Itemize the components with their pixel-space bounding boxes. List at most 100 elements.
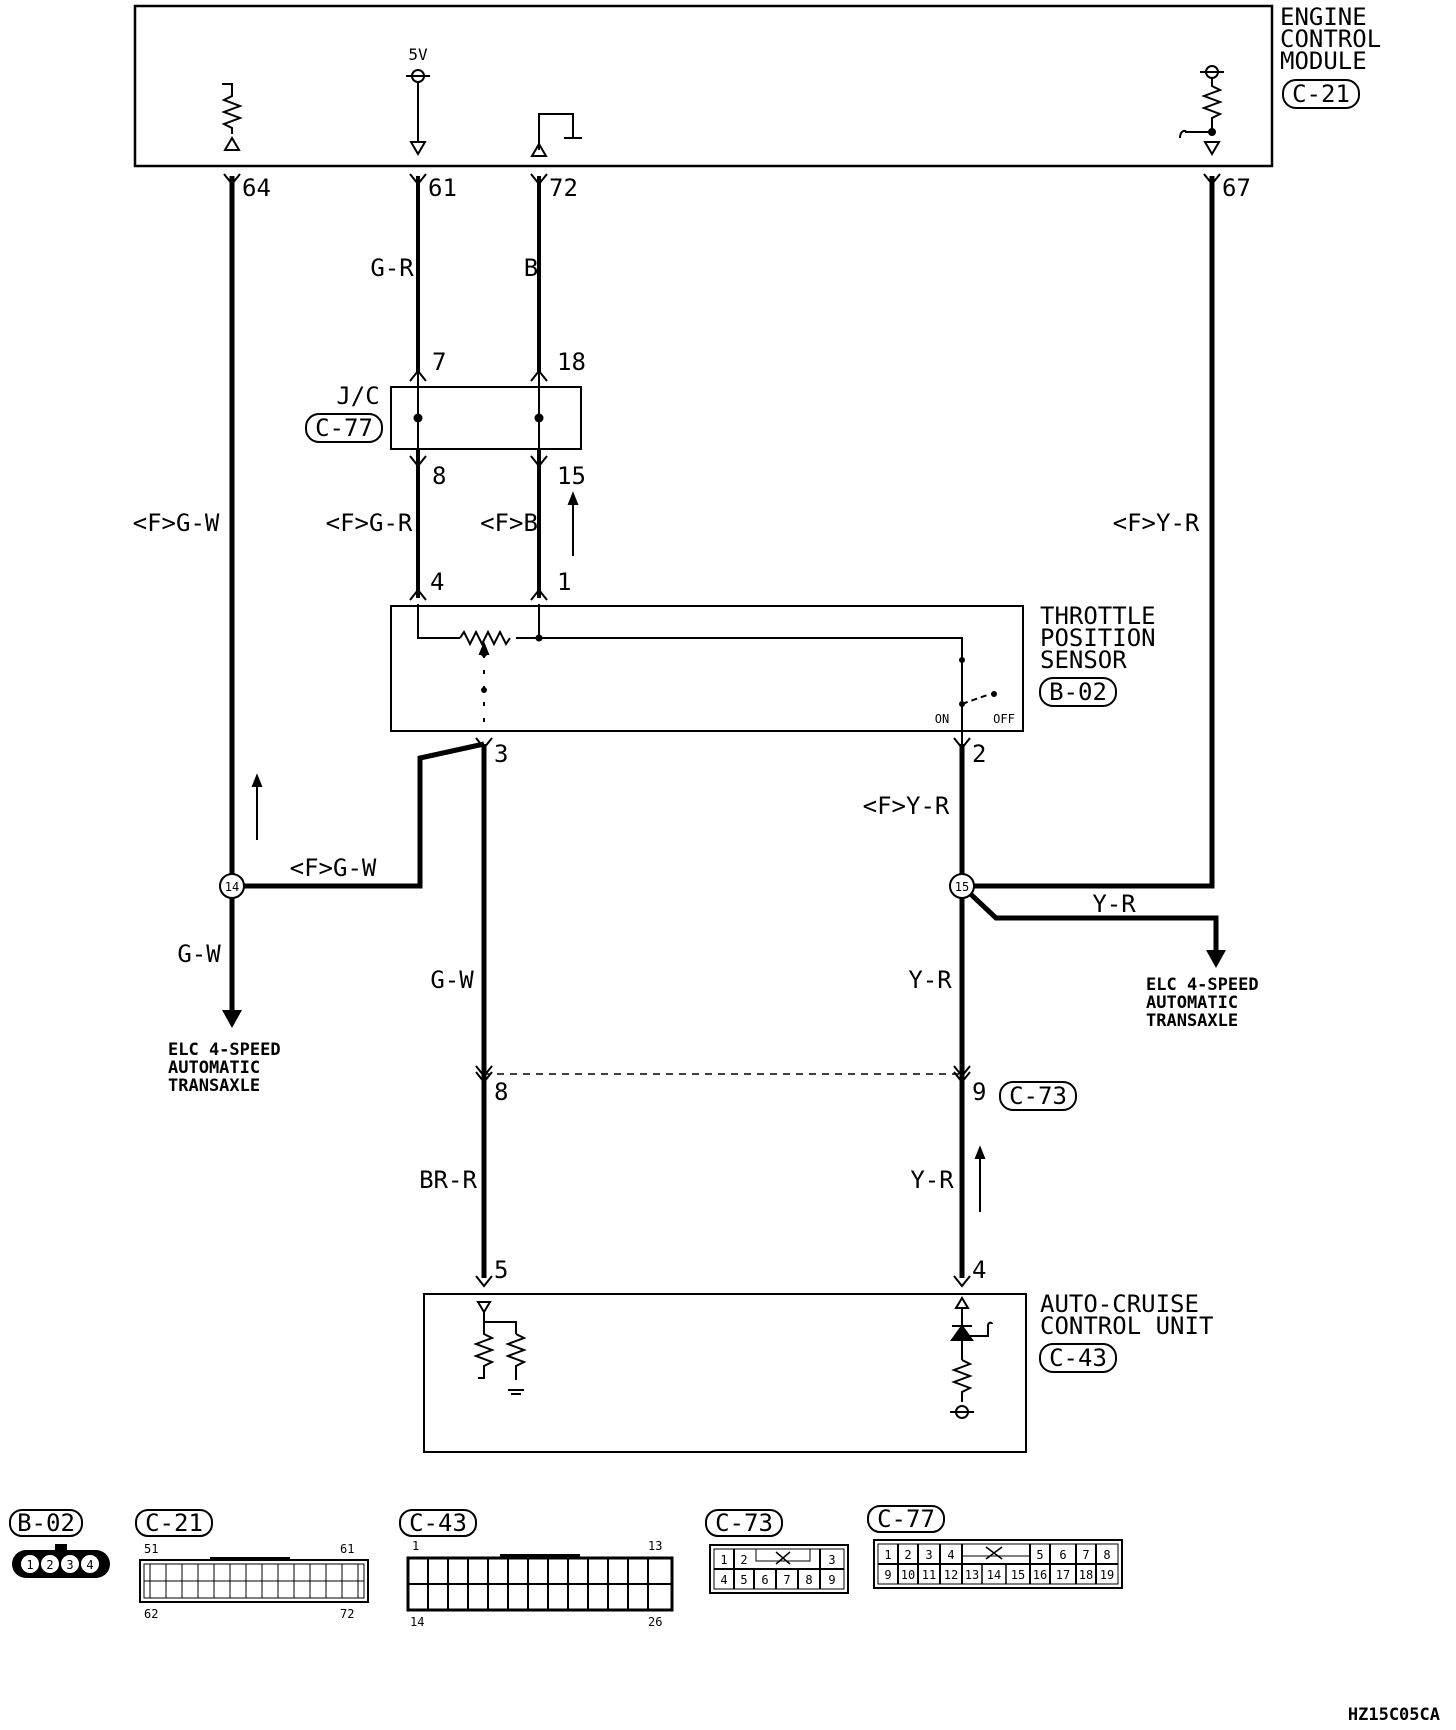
jc-name: J/C [336,382,379,410]
view-c77-badge [867,1505,945,1533]
view-b02-pins: 1 2 3 4 [21,1555,99,1573]
tps-pin-marks [409,588,971,750]
view-c73-body [709,1544,849,1594]
wire-label-pin64: <F>G-W [133,509,220,537]
transaxle-right-line3: TRANSAXLE [1146,1011,1238,1031]
jc-pin-7: 7 [432,348,446,376]
signal-arrows [251,491,986,1212]
c73-pin-marks [475,1065,971,1084]
wire-splice15-transaxle [960,884,1219,950]
svg-text:3: 3 [66,1558,73,1572]
tps-connector-code: B-02 [1049,678,1107,706]
svg-text:1: 1 [884,1548,891,1562]
acc-pin-5: 5 [494,1256,508,1284]
svg-text:16: 16 [1033,1568,1047,1582]
wire-label-splice14-down: G-W [177,940,221,968]
svg-text:10: 10 [901,1568,915,1582]
view-b02-code: B-02 [17,1509,75,1537]
tps-internal [417,604,991,744]
view-c43-corner-1: 1 [412,1539,419,1553]
view-c77-pin-labels: 1 2 3 4 5 6 7 8 9 10 11 12 13 14 15 16 1… [884,1548,1114,1582]
tps-name-line3: SENSOR [1040,646,1127,674]
svg-text:4: 4 [86,1558,93,1572]
view-c43-badge [399,1509,477,1537]
svg-text:8: 8 [1103,1548,1110,1562]
view-c43-corner-14: 14 [410,1615,424,1629]
view-c43-code: C-43 [409,1509,467,1537]
ecm-pin-72: 72 [549,174,578,202]
view-c21-code: C-21 [145,1509,203,1537]
tps-switch-on-label: ON [935,712,949,726]
svg-text:6: 6 [761,1573,768,1587]
ecm-name-line1: ENGINE [1280,3,1367,31]
svg-text:13: 13 [965,1568,979,1582]
acc-input-circuit-5 [473,1301,527,1395]
view-c73-code: C-73 [715,1509,773,1537]
svg-text:14: 14 [225,880,239,894]
transaxle-left-line1: ELC 4-SPEED [168,1040,281,1060]
svg-text:15: 15 [955,880,969,894]
view-c21-corner-61: 61 [340,1542,354,1556]
splice-15: 15 [949,873,975,899]
c73-pin-9: 9 [972,1078,986,1106]
view-c21-badge [135,1509,213,1537]
ecm-5v-label: 5V [408,45,428,64]
transaxle-left-line3: TRANSAXLE [168,1076,260,1096]
wire-set [229,176,1219,1278]
ecm-connector-badge [1282,79,1360,109]
jc-box [390,386,582,450]
tps-pin-3: 3 [494,740,508,768]
svg-text:3: 3 [828,1553,835,1567]
ecm-pin-marks [223,173,1221,186]
view-c77-body [873,1539,1123,1589]
view-c21-body [139,1557,369,1603]
tps-pin-4: 4 [430,568,444,596]
jc-connector-code: C-77 [315,414,373,442]
svg-text:2: 2 [740,1553,747,1567]
wire-label-tps2-splice: <F>Y-R [863,792,950,820]
acc-connector-badge [1039,1343,1117,1373]
wire-label-yr-low: Y-R [910,1166,954,1194]
wire-tps3-splice14 [232,741,485,889]
svg-text:1: 1 [26,1558,33,1572]
ecm-pull-resistor-64 [221,83,243,151]
tps-box [390,605,1024,732]
svg-text:9: 9 [828,1573,835,1587]
svg-text:7: 7 [1082,1548,1089,1562]
wire-label-g-r: G-R [370,254,414,282]
svg-text:7: 7 [783,1573,790,1587]
svg-text:19: 19 [1100,1568,1114,1582]
svg-text:2: 2 [46,1558,53,1572]
view-c43-corner-26: 26 [648,1615,662,1629]
jc-connector-badge [305,413,383,443]
ecm-box [133,4,1274,168]
footer-code: HZ15C05CA [1348,1705,1440,1725]
ecm-pin-67: 67 [1222,174,1251,202]
view-c21-corner-72: 72 [340,1607,354,1621]
jc-pin-15: 15 [557,462,586,490]
wire-label-jc15-tps1: <F>B [480,509,538,537]
splice-14: 14 [219,873,245,899]
transaxle-right-line1: ELC 4-SPEED [1146,975,1259,995]
acc-pin-marks [475,1275,971,1288]
jc-pin-8: 8 [432,462,446,490]
jc-pin-18: 18 [557,348,586,376]
ecm-name-line3: MODULE [1280,47,1367,75]
wire-label-tps3-splice: <F>G-W [290,854,377,882]
tps-pin-2: 2 [972,740,986,768]
acc-name-line1: AUTO-CRUISE [1040,1290,1199,1318]
wire-label-jc8-tps4: <F>G-R [326,509,413,537]
acc-output-circuit-4 [950,1296,993,1419]
jc-internal [413,372,544,464]
transaxle-left-line2: AUTOMATIC [168,1058,260,1078]
view-c21-corner-62: 62 [144,1607,158,1621]
svg-text:14: 14 [987,1568,1001,1582]
wire-label-splice15-right: Y-R [1092,890,1136,918]
tps-name-line2: POSITION [1040,624,1156,652]
view-c73-pin-labels: 1 2 3 4 5 6 7 8 9 [720,1553,835,1587]
svg-text:18: 18 [1079,1568,1093,1582]
svg-text:4: 4 [720,1573,727,1587]
svg-text:12: 12 [944,1568,958,1582]
ecm-connector-code: C-21 [1292,80,1350,108]
